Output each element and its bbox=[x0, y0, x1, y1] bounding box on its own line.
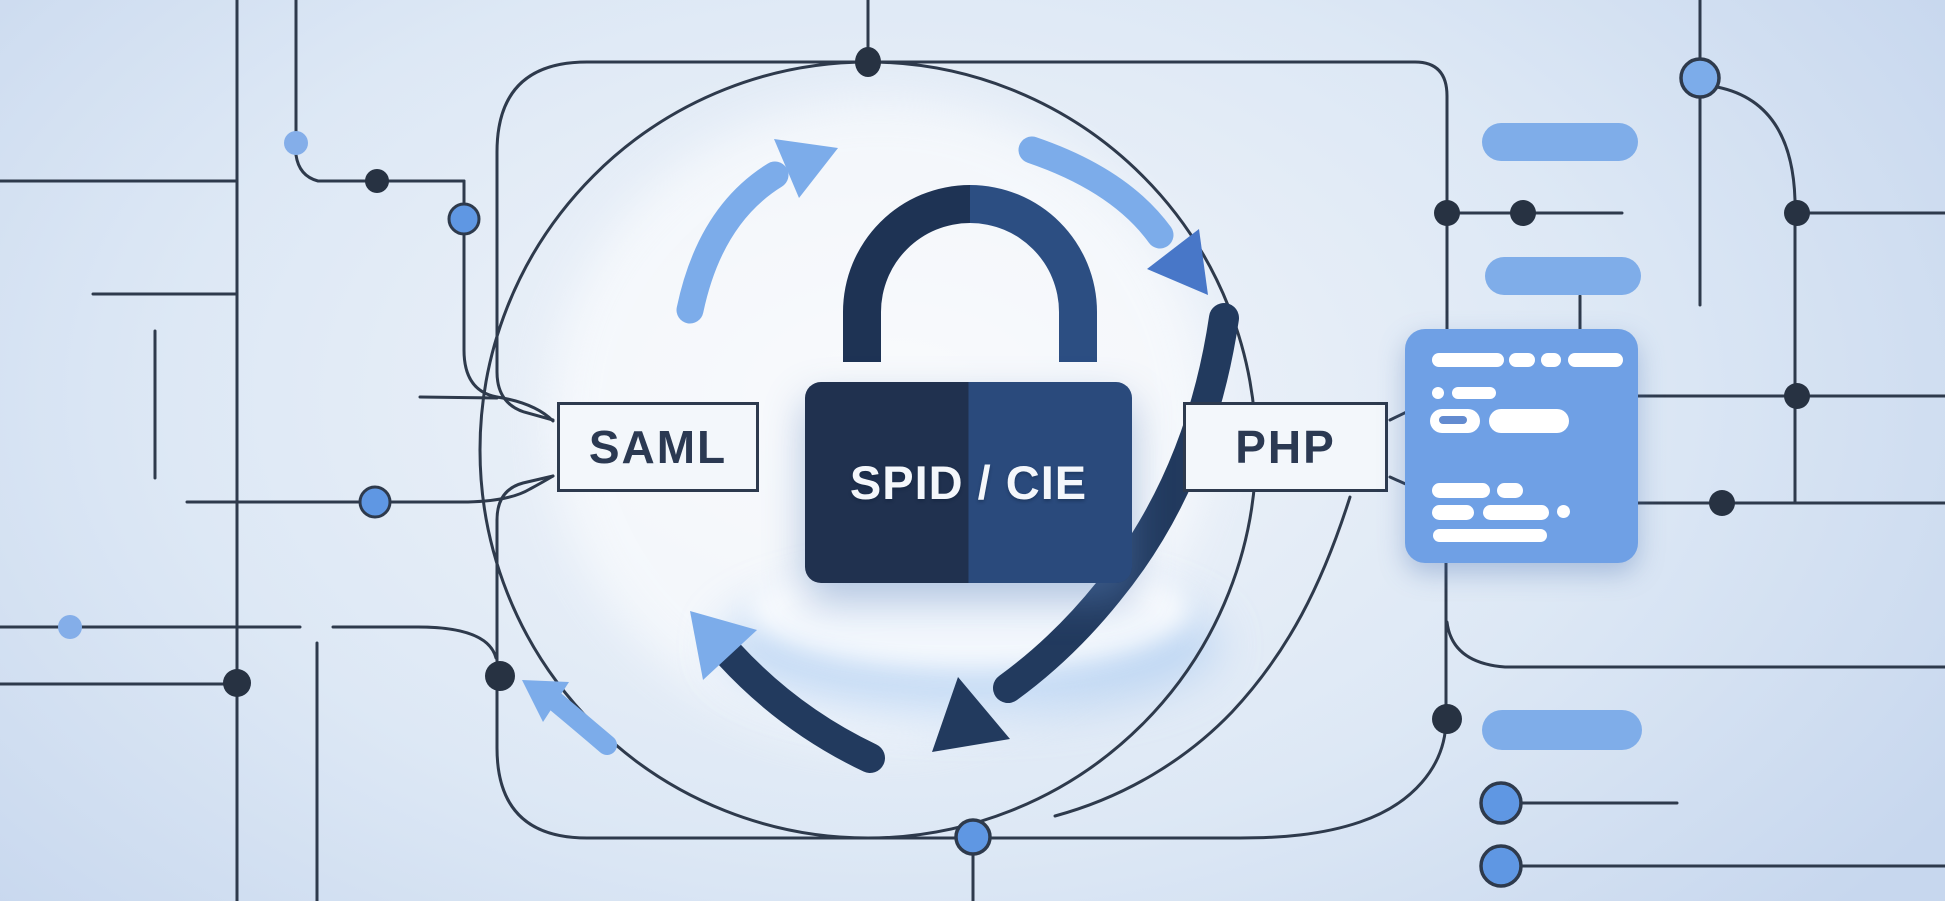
code-card bbox=[1405, 329, 1638, 563]
boundary-frame-top bbox=[495, 60, 1449, 422]
code-line bbox=[1432, 505, 1474, 520]
node-dark-icon bbox=[1784, 383, 1810, 409]
code-line bbox=[1541, 353, 1561, 367]
pill-bar bbox=[1482, 123, 1638, 161]
boundary-frame-bottom bbox=[495, 474, 1448, 840]
arrow-top-left-icon bbox=[676, 139, 838, 324]
node-dark-icon bbox=[485, 661, 515, 691]
padlock-body-icon: SPID / CIE bbox=[805, 382, 1132, 583]
node-outlined-icon bbox=[1479, 844, 1523, 888]
node-outlined-icon bbox=[1679, 57, 1721, 99]
circuit-line bbox=[1715, 85, 1797, 202]
node-dark-icon bbox=[1709, 490, 1735, 516]
circuit-line bbox=[294, 153, 466, 183]
node-dark-icon bbox=[855, 47, 881, 77]
node-outlined-icon bbox=[358, 485, 392, 519]
circuit-line bbox=[418, 395, 499, 400]
code-line bbox=[1433, 529, 1547, 542]
code-line bbox=[1483, 505, 1549, 520]
saml-box: SAML bbox=[557, 402, 759, 492]
circuit-nodes bbox=[58, 47, 1810, 888]
circuit-line bbox=[331, 625, 498, 660]
arrow-small-left-icon bbox=[522, 680, 617, 755]
code-line bbox=[1489, 409, 1569, 433]
node-dark-icon bbox=[1510, 200, 1536, 226]
node-dark-icon bbox=[365, 169, 389, 193]
code-toggle bbox=[1430, 409, 1480, 433]
circuit-line bbox=[1445, 620, 1945, 669]
code-line bbox=[1432, 353, 1504, 367]
code-line bbox=[1497, 483, 1523, 498]
code-line bbox=[1509, 353, 1535, 367]
saml-label: SAML bbox=[588, 421, 728, 473]
node-dark-icon bbox=[223, 669, 251, 697]
circuit-line bbox=[462, 179, 499, 399]
php-label: PHP bbox=[1235, 421, 1336, 473]
code-line bbox=[1432, 387, 1444, 399]
node-outlined-icon bbox=[954, 818, 992, 856]
code-toggle-dash bbox=[1439, 416, 1467, 424]
node-dark-icon bbox=[1784, 200, 1810, 226]
node-outlined-icon bbox=[447, 202, 481, 236]
node-light-icon bbox=[284, 131, 308, 155]
code-line bbox=[1568, 353, 1623, 367]
php-box: PHP bbox=[1183, 402, 1388, 492]
node-dark-icon bbox=[1432, 704, 1462, 734]
code-line bbox=[1452, 387, 1496, 399]
pill-bar bbox=[1485, 257, 1641, 295]
arrow-bottom-left-icon bbox=[690, 611, 885, 773]
lock-shackle-icon bbox=[843, 185, 1097, 362]
node-outlined-icon bbox=[1479, 781, 1523, 825]
code-line bbox=[1557, 505, 1570, 518]
circuit-line bbox=[1053, 495, 1352, 818]
arrow-top-right-icon bbox=[1018, 136, 1208, 295]
node-light-icon bbox=[58, 615, 82, 639]
pill-bar bbox=[1482, 710, 1642, 750]
node-dark-icon bbox=[1434, 200, 1460, 226]
code-line bbox=[1432, 483, 1490, 498]
lock-label: SPID / CIE bbox=[849, 456, 1088, 509]
